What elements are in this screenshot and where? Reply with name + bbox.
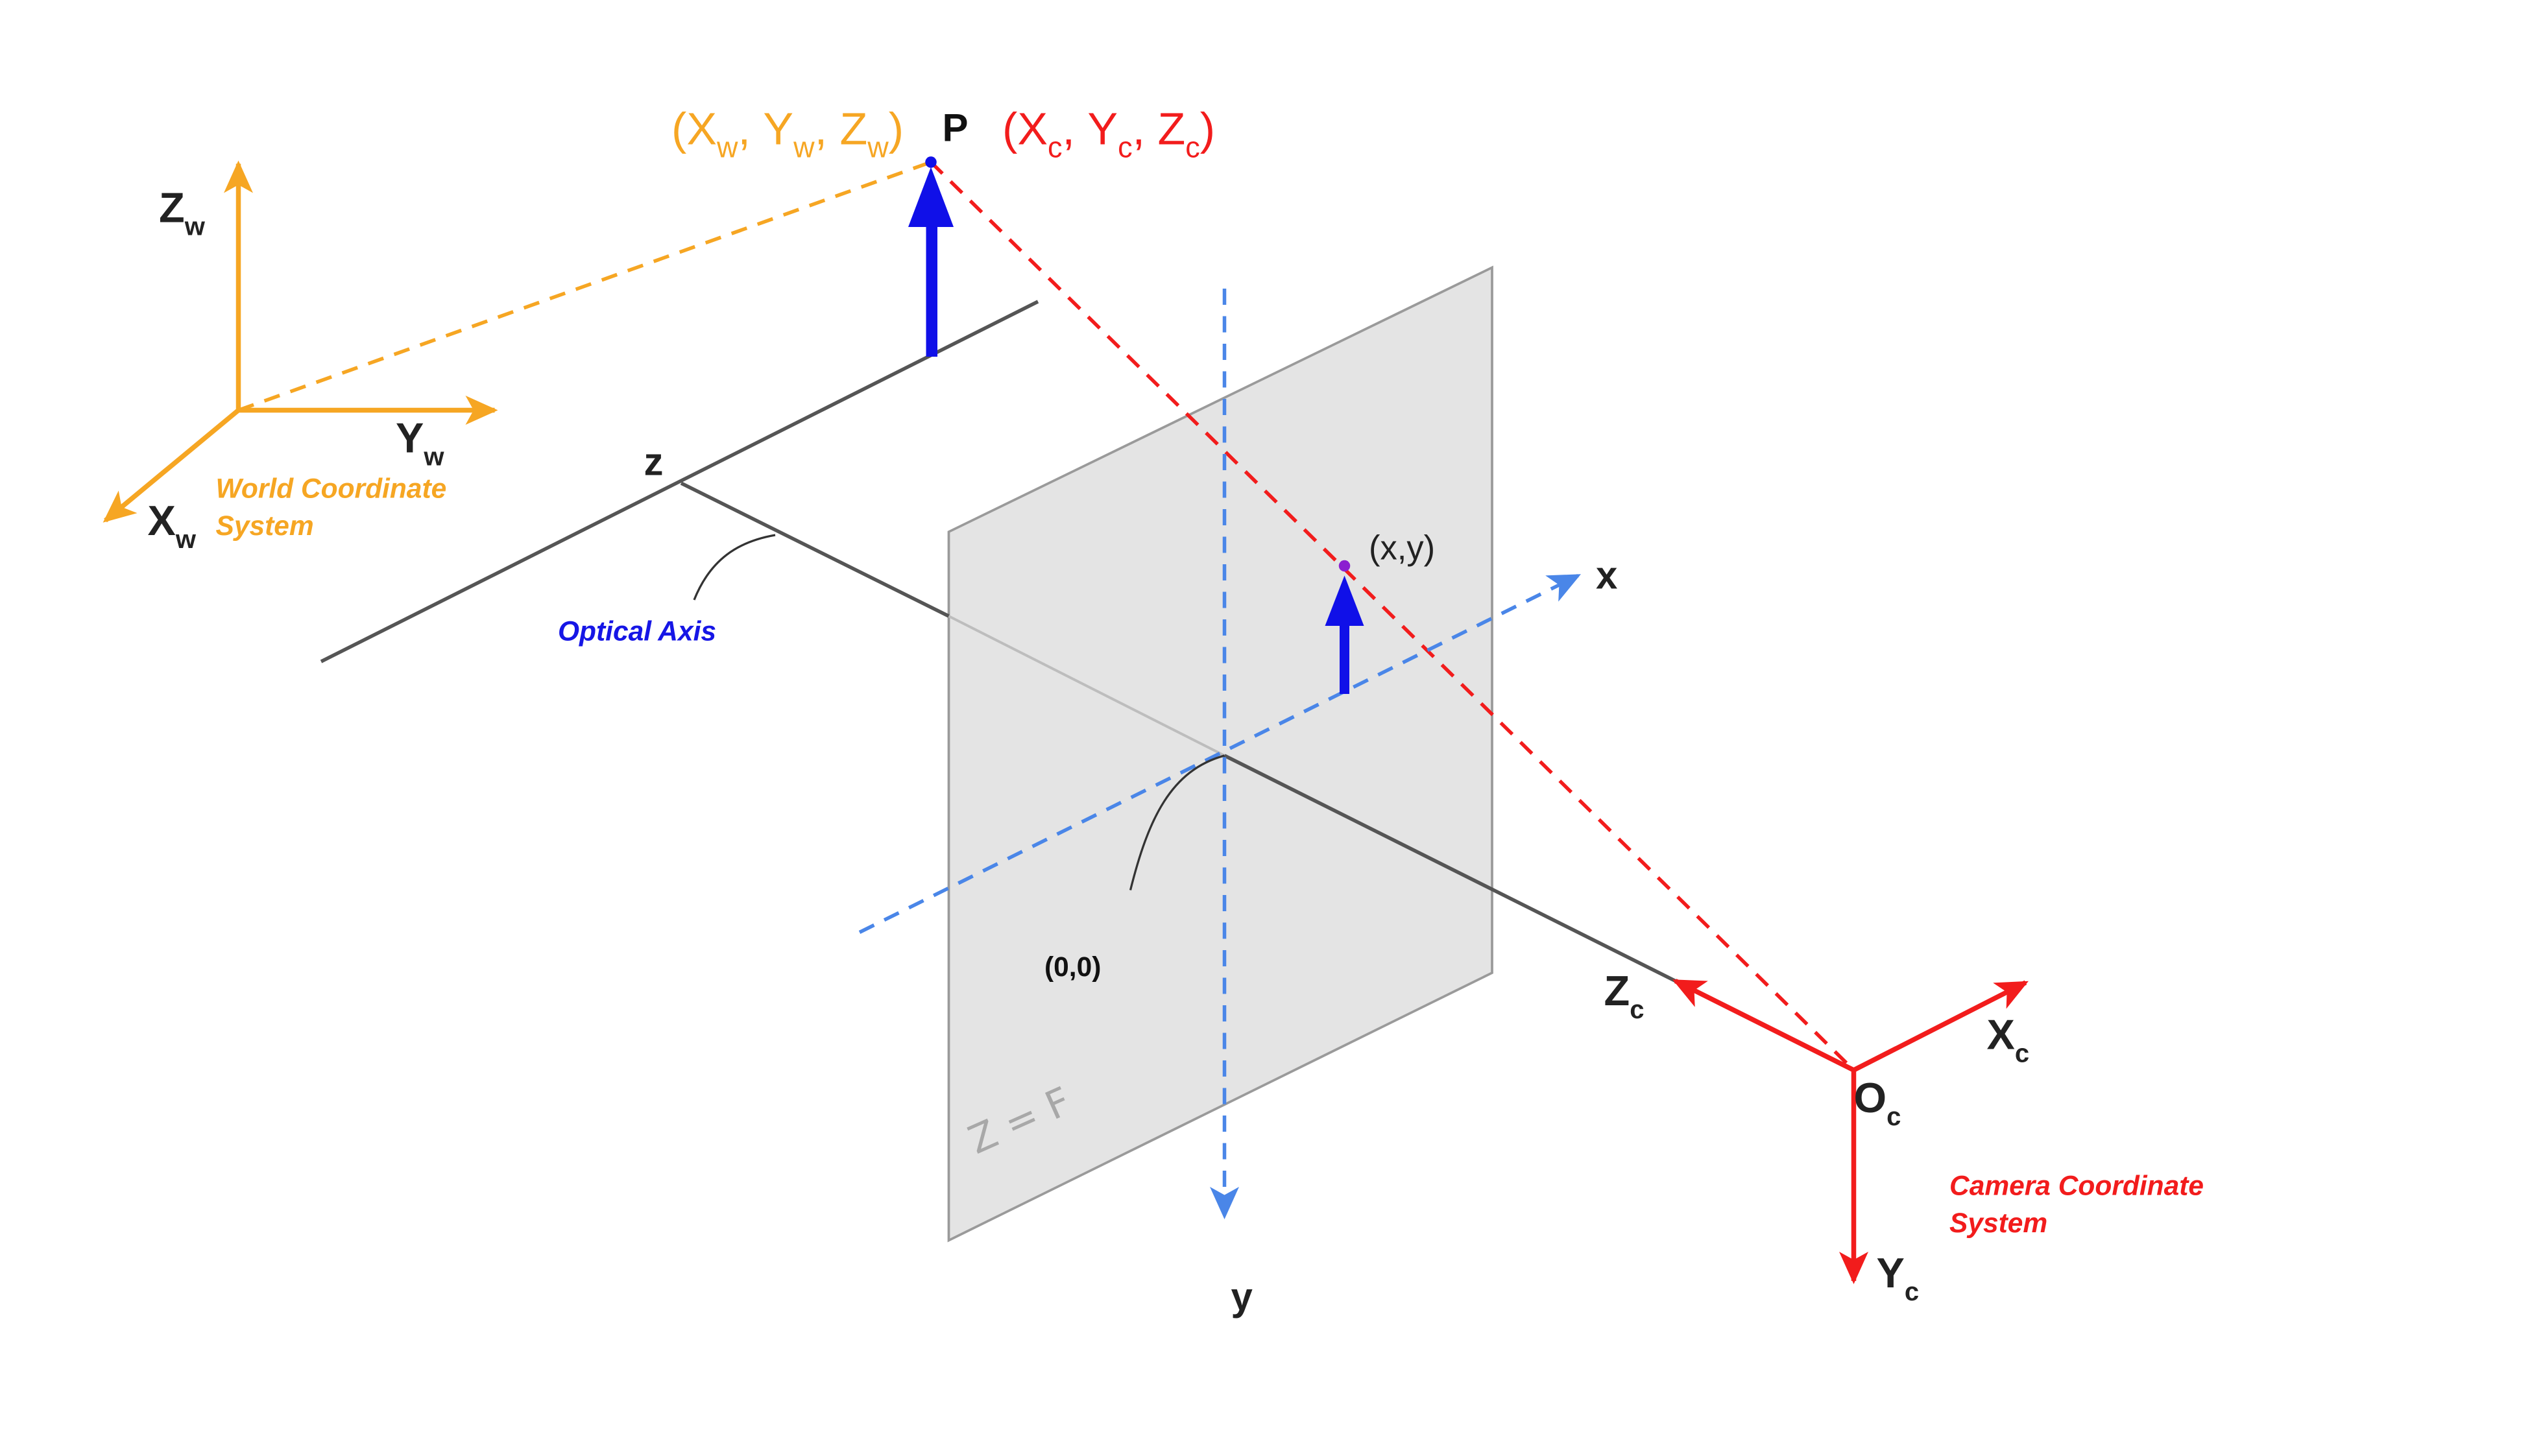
camera-z-axis	[1672, 979, 1855, 1073]
origin-pointer	[1129, 754, 1225, 890]
world-x-axis-label: Xw	[148, 497, 197, 554]
projection-ray	[930, 161, 1855, 1071]
world-point-label: (Xw, Yw, Zw)	[671, 104, 904, 164]
point-p-label: P	[943, 106, 969, 150]
image-point-label: (x,y)	[1369, 529, 1435, 567]
world-system-label: World Coordinate System	[216, 474, 455, 542]
optical-axis-pointer	[693, 534, 776, 601]
camera-z-axis-label: Zc	[1604, 967, 1645, 1024]
optical-axis-left-segment	[680, 481, 950, 618]
image-x-axis	[858, 574, 1581, 934]
world-y-axis-label: Yw	[396, 414, 444, 471]
optical-axis-label: Optical Axis	[558, 617, 716, 647]
origin-label: (0,0)	[1044, 952, 1101, 983]
camera-x-axis-label: Xc	[1987, 1011, 2030, 1068]
camera-system-label: Camera Coordinate System	[1949, 1171, 2212, 1239]
image-y-axis-label: y	[1231, 1275, 1253, 1319]
camera-origin-label: Oc	[1854, 1074, 1901, 1131]
world-z-axis-label: Zw	[159, 184, 206, 241]
camera-point-label: (Xc, Yc, Zc)	[1002, 104, 1215, 164]
object-arrow	[908, 167, 954, 357]
image-x-axis-label: x	[1596, 554, 1617, 597]
world-dashed-line	[237, 160, 932, 412]
depth-line	[320, 300, 1039, 663]
camera-x-axis	[1852, 980, 2029, 1073]
point-p-marker	[925, 156, 937, 168]
world-x-axis	[102, 408, 240, 523]
image-arrow	[1325, 575, 1364, 694]
optical-axis-inside-plane	[948, 615, 1225, 757]
depth-z-label: z	[644, 440, 664, 484]
image-point-marker	[1338, 560, 1351, 572]
camera-y-axis-label: Yc	[1877, 1249, 1920, 1306]
